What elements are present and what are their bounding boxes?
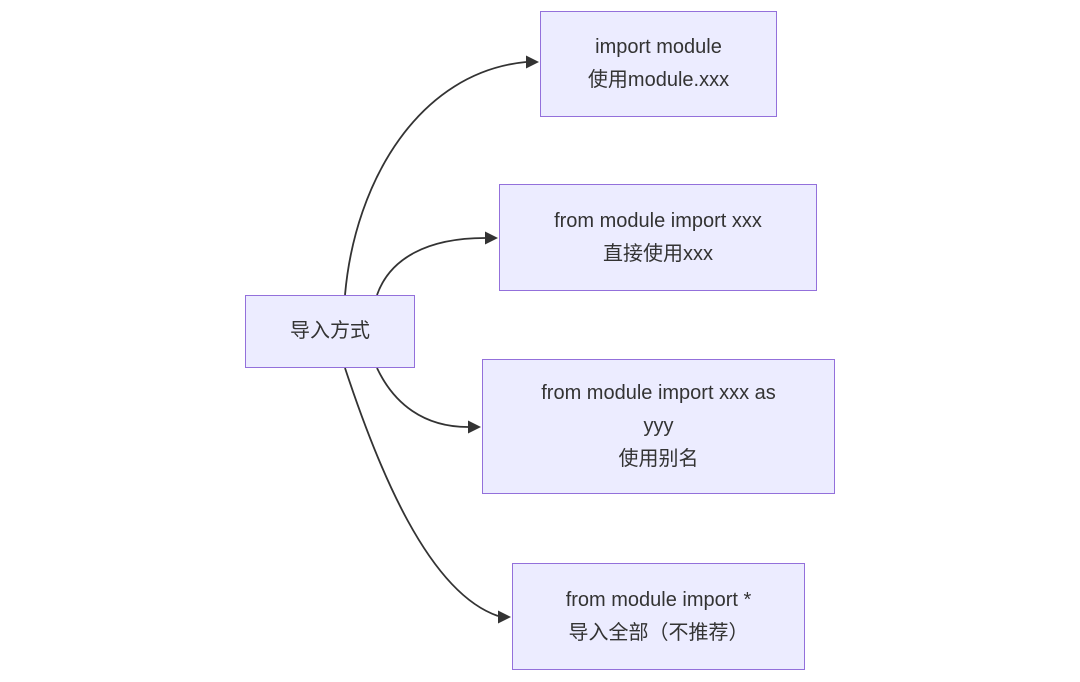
edge-root-to-from-import (376, 237, 486, 296)
edge-root-to-from-import-as (376, 367, 469, 428)
node-line: 使用module.xxx (587, 69, 730, 91)
node-line: from module import xxx (554, 209, 762, 232)
arrowhead-from-import-star (498, 610, 511, 624)
node-from-import-star: from module import * 导入全部（不推荐） (512, 563, 805, 670)
node-line: yyy (643, 415, 674, 437)
node-root: 导入方式 (245, 295, 415, 368)
node-line: from module import xxx as (541, 382, 776, 404)
node-line: import module (595, 36, 722, 58)
edge-root-to-from-import-star (344, 367, 499, 617)
node-line: 直接使用xxx (603, 242, 713, 265)
node-line: from module import * (565, 588, 752, 611)
node-from-import-as: from module import xxx as yyy 使用别名 (482, 359, 835, 494)
edge-root-to-import-module (344, 61, 527, 296)
node-from-import: from module import xxx 直接使用xxx (499, 184, 817, 291)
node-line: 导入全部（不推荐） (568, 621, 749, 644)
node-root-label: 导入方式 (290, 320, 370, 342)
arrowhead-from-import-as (468, 420, 481, 434)
arrowhead-import-module (526, 55, 539, 69)
node-import-module: import module 使用module.xxx (540, 11, 777, 117)
node-line: 使用别名 (618, 448, 699, 470)
arrowhead-from-import (485, 231, 498, 245)
